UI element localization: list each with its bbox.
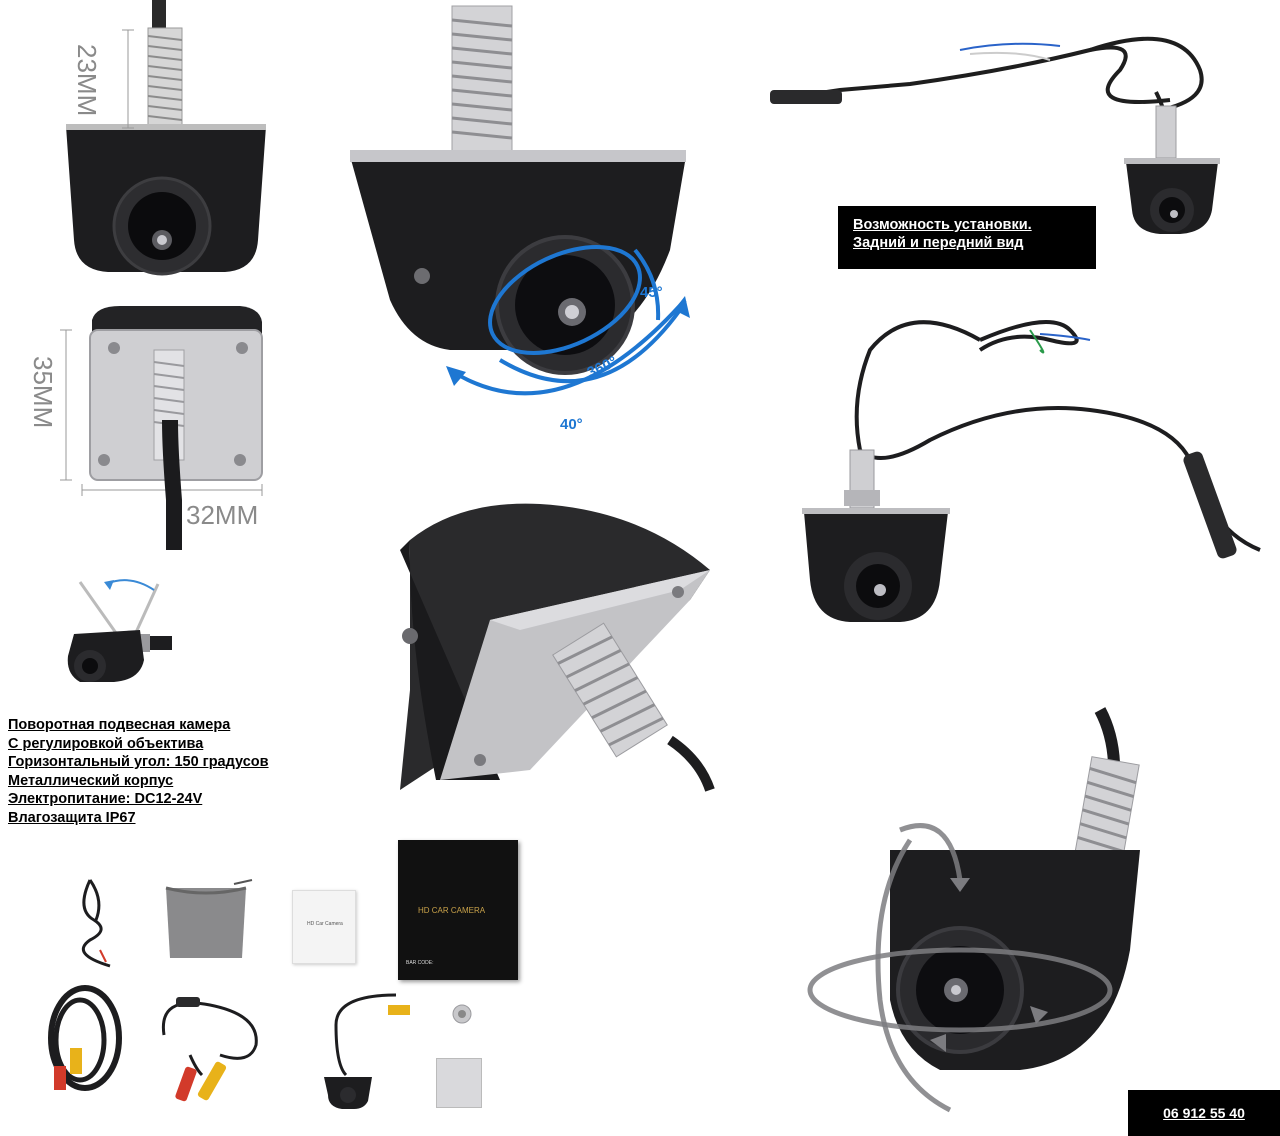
plate-width-label: 32MM xyxy=(186,500,259,530)
manual-title: HD Car Camera xyxy=(307,921,343,927)
spec-item: Влагозащита IP67 xyxy=(8,809,136,826)
camera-rotation-image: 45° 360° 40° xyxy=(350,5,690,433)
phone-number[interactable]: 06 912 55 40 xyxy=(1163,1105,1245,1121)
package-adapter-cable xyxy=(161,997,258,1102)
spec-item: Горизонтальный угол: 150 градусов xyxy=(8,754,269,770)
camera-cable-image-2 xyxy=(802,320,1261,622)
spec-item: Металлический корпус xyxy=(8,772,174,789)
camera-plate-view-image xyxy=(60,306,263,550)
box-code: BAR CODE: xyxy=(406,960,434,966)
spec-item: Электропитание: DC12-24V xyxy=(8,791,203,807)
camera-angled-image xyxy=(400,503,715,792)
package-pouch xyxy=(165,879,253,958)
package-rca-cable xyxy=(48,985,122,1091)
spec-item: С регулировкой объектива xyxy=(8,735,204,752)
package-camera xyxy=(324,993,410,1109)
camera-tilt-image xyxy=(67,579,172,682)
thread-height-label: 23MM xyxy=(72,44,102,117)
plate-height-label: 35MM xyxy=(28,356,58,429)
package-nut xyxy=(452,1004,472,1024)
box-title: HD CAR CAMERA xyxy=(418,906,486,915)
install-note-line2: Задний и передний вид xyxy=(853,235,1024,251)
install-note-box: Возможность установки. Задний и передний… xyxy=(838,206,1096,269)
spec-list: Поворотная подвесная камера С регулировк… xyxy=(8,716,269,827)
package-power-cable xyxy=(81,879,111,968)
pan-angle-label: 40° xyxy=(560,416,583,433)
package-sticker xyxy=(436,1058,482,1108)
install-note-line1: Возможность установки. xyxy=(853,217,1032,233)
package-manual: HD Car Camera xyxy=(292,890,356,964)
tilt-angle-label: 45° xyxy=(640,284,663,301)
camera-front-view-image xyxy=(66,0,266,276)
package-box: HD CAR CAMERA BAR CODE: xyxy=(398,840,518,980)
spec-item: Поворотная подвесная камера xyxy=(8,717,231,733)
camera-cable-image-1 xyxy=(770,36,1220,234)
phone-box: 06 912 55 40 xyxy=(1128,1090,1280,1136)
camera-adjustment-image xyxy=(807,707,1140,1113)
